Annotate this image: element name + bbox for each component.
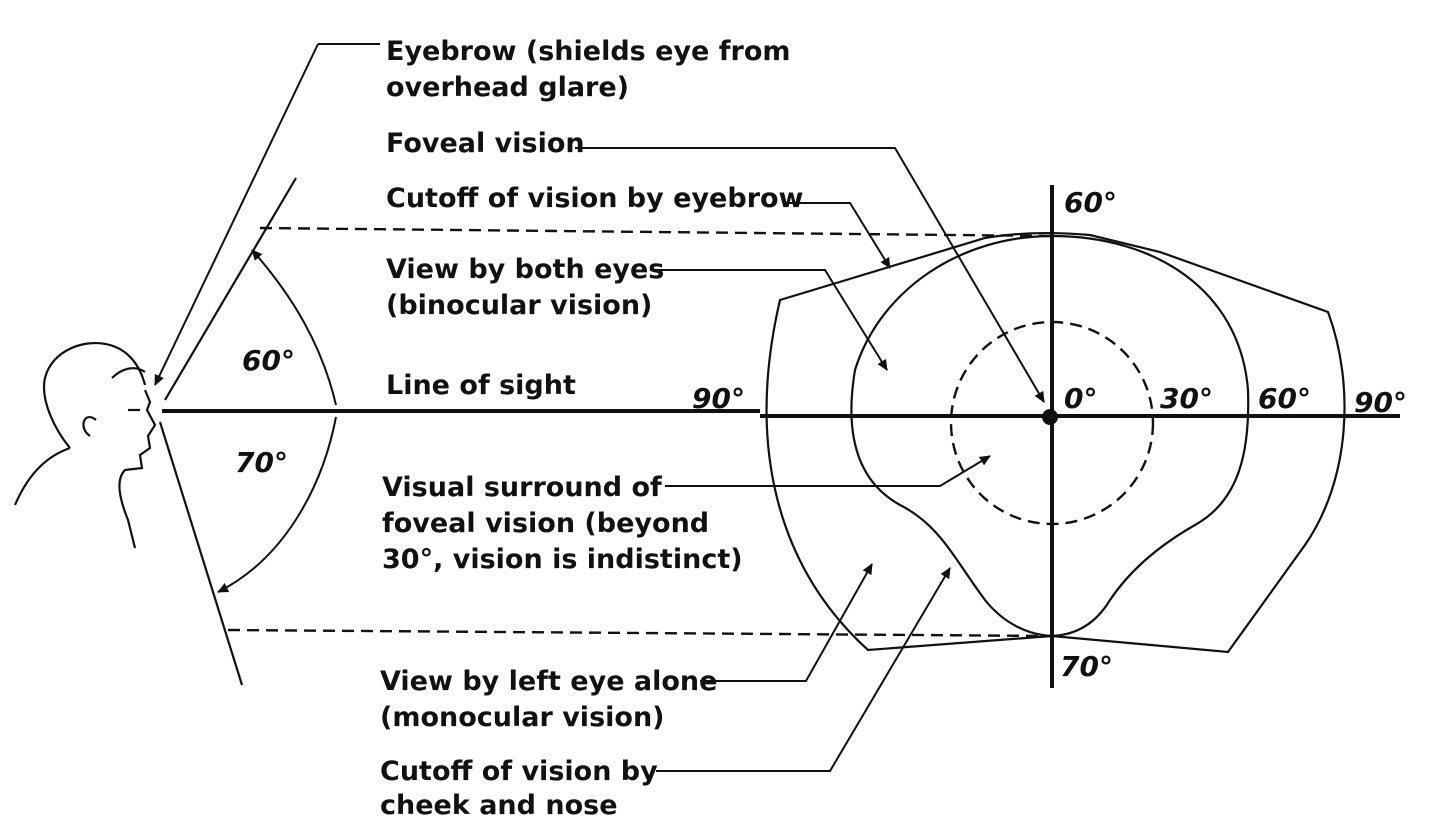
upper-vision-limit-line: [164, 177, 297, 401]
cutoff-eyebrow-pointer: [785, 202, 891, 269]
monocular-label-line1: View by left eye alone: [380, 666, 717, 697]
surround-label-line3: 30°, vision is indistinct): [382, 544, 743, 575]
right-30-label: 30°: [1160, 382, 1213, 415]
binocular-label-line2: (binocular vision): [386, 290, 652, 321]
left-90-label: 90°: [692, 382, 745, 415]
eyebrow-label-line1: Eyebrow (shields eye from: [386, 36, 791, 67]
angle-arc-up: [251, 249, 337, 406]
foveal-point: [1042, 409, 1058, 425]
surround-label-line2: foveal vision (beyond: [382, 508, 709, 539]
bottom-angle-label: 70°: [1060, 650, 1113, 683]
foveal-surround-circle: [949, 320, 1155, 526]
top-dashed-line: [259, 226, 1053, 238]
right-90-label: 90°: [1354, 386, 1407, 419]
eyebrow-label-line2: overhead glare): [386, 72, 629, 103]
monocular-pointer: [700, 563, 873, 682]
cheek-label-line2: cheek and nose: [380, 790, 618, 821]
surround-label-line1: Visual surround of: [382, 472, 662, 503]
right-60-label: 60°: [1258, 382, 1311, 415]
angle-arc-down: [217, 416, 337, 593]
lower-vision-limit-line: [158, 421, 244, 686]
total-field-outline: [765, 231, 1346, 654]
head-profile: [13, 341, 157, 549]
foveal-label: Foveal vision: [386, 128, 585, 159]
center-0-label: 0°: [1064, 382, 1097, 415]
binocular-label-line1: View by both eyes: [386, 254, 664, 285]
line-of-sight-label: Line of sight: [386, 370, 576, 401]
surround-pointer: [665, 455, 991, 487]
binocular-field-outline: [850, 234, 1250, 638]
cheek-pointer: [656, 567, 951, 772]
cheek-label-line1: Cutoff of vision by: [380, 756, 658, 787]
eyebrow-pointer: [155, 43, 380, 385]
visual-field-front-view: [760, 185, 1400, 688]
top-angle-label: 60°: [1064, 186, 1117, 219]
side-angle-up-label: 60°: [242, 344, 295, 377]
side-angle-down-label: 70°: [235, 446, 288, 479]
side-view-geometry: [155, 43, 760, 686]
bottom-dashed-line: [227, 628, 1053, 638]
cutoff-eyebrow-label: Cutoff of vision by eyebrow: [386, 183, 804, 214]
binocular-pointer: [650, 269, 888, 371]
monocular-label-line2: (monocular vision): [380, 702, 665, 733]
foveal-pointer: [575, 147, 1045, 403]
